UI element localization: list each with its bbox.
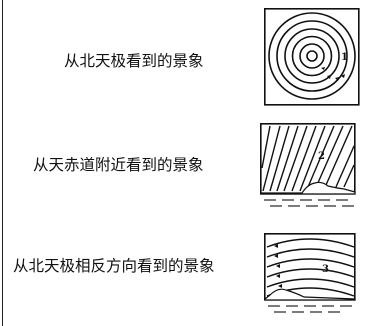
concentric-circles bbox=[268, 12, 356, 100]
water-ripples bbox=[264, 199, 354, 207]
marker-1: 1 bbox=[341, 52, 348, 63]
slanted-trails bbox=[261, 125, 355, 192]
arc-arrows bbox=[274, 244, 282, 288]
caption-south-pole: 从北天极相反方向看到的景象 bbox=[13, 257, 215, 275]
panel-2-frame bbox=[260, 123, 356, 195]
panel-1-frame bbox=[264, 8, 360, 106]
horizon-hills bbox=[264, 288, 356, 301]
trail-arrows bbox=[321, 67, 345, 81]
horizon-hills bbox=[260, 181, 356, 195]
marker-3: 3 bbox=[322, 264, 329, 275]
water-ripples bbox=[268, 305, 352, 313]
star-trails-south-direction-panel: 3 bbox=[264, 233, 356, 313]
left-border-line bbox=[2, 0, 3, 326]
caption-north-pole: 从北天极看到的景象 bbox=[64, 52, 204, 70]
caption-equator: 从天赤道附近看到的景象 bbox=[33, 156, 204, 174]
marker-2: 2 bbox=[318, 151, 325, 162]
star-trails-north-pole-panel: 1 bbox=[264, 8, 360, 106]
star-trails-equator-panel: 2 bbox=[260, 123, 356, 207]
